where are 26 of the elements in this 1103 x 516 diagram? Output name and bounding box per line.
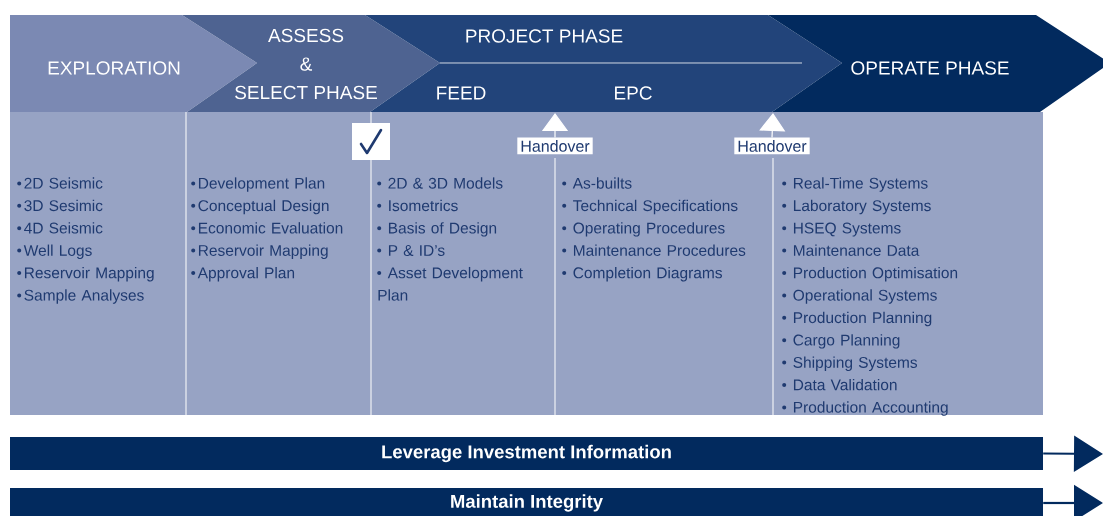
node-label: 2D & 3D Models: [388, 177, 503, 189]
node-label: 2D Seismic: [24, 177, 103, 189]
node-label: Maintenance Procedures: [573, 244, 746, 256]
node-label: Isometrics: [389, 199, 458, 212]
node-label: 3D Sesimic: [24, 199, 103, 212]
node-label: P & ID’s: [388, 245, 445, 256]
node-label: Approval Plan: [197, 266, 295, 282]
node-label: 4D Seismic: [24, 222, 103, 234]
node-label: Reservoir Mapping: [198, 244, 328, 260]
node-label: Completion Diagrams: [573, 266, 722, 282]
node-label: Asset Development Plan: [378, 266, 523, 301]
node-label: Reservoir Mapping: [24, 266, 154, 282]
banner-bar: Maintain Integrity: [10, 488, 1043, 516]
node-label: As-builts: [572, 177, 632, 189]
item-list-panel: Development Plan Conceptual Design Economic Evaluation Reservoir Mapping Approval Plan: [186, 112, 371, 415]
node-label: Basis of Design: [388, 222, 497, 237]
phase-banner: OPERATE PHASE: [768, 15, 1103, 112]
node-label: Conceptual Design: [198, 199, 329, 215]
node-label: Development Plan: [198, 177, 325, 192]
node-label: Economic Evaluation: [198, 222, 343, 234]
node-label: Well Logs: [23, 244, 92, 260]
node-label: Sample Analyses: [24, 289, 144, 304]
banner-bar: Leverage Investment Information: [10, 437, 1043, 470]
node-label: Operating Procedures: [573, 222, 725, 237]
item-list-panel: 2D Seismic 3D Sesimic 4D Seismic Well Logs Reservoir Mapping Sample Analyses: [10, 112, 186, 415]
node-label: Technical Specifications: [573, 199, 738, 215]
